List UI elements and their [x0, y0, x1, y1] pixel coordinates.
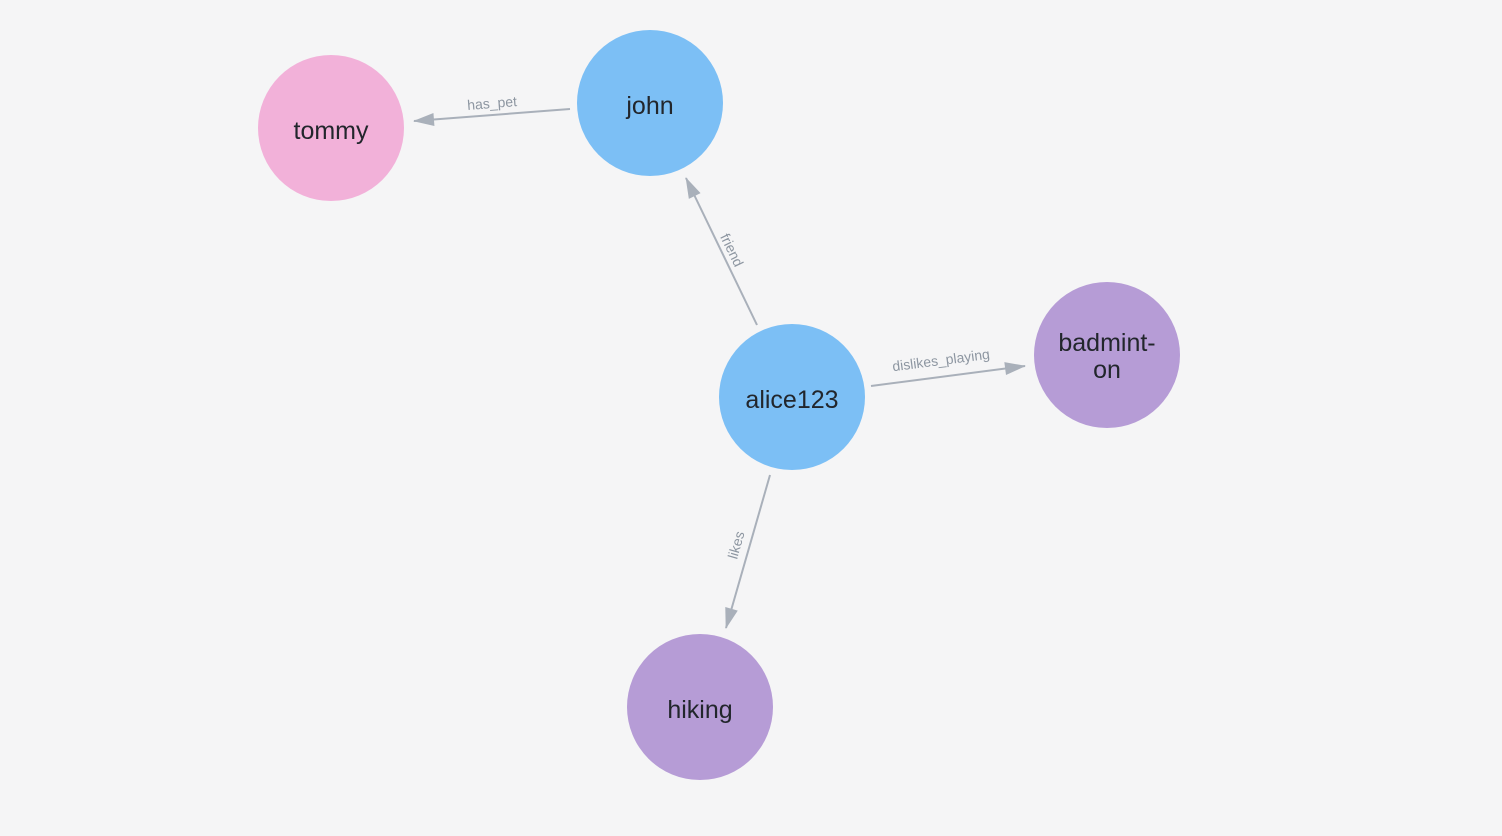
node-circle-tommy[interactable] — [258, 55, 404, 201]
node-circle-badminton[interactable] — [1034, 282, 1180, 428]
edge-label-has-pet[interactable]: has_pet — [467, 93, 518, 113]
node-badminton: badmint-on — [1034, 282, 1180, 428]
node-circle-john[interactable] — [577, 30, 723, 176]
edge-line-has-pet[interactable] — [413, 108, 571, 126]
node-tommy: tommy — [258, 55, 404, 201]
node-circle-alice123[interactable] — [719, 324, 865, 470]
node-circle-hiking[interactable] — [627, 634, 773, 780]
edge-likes: likes — [724, 474, 771, 629]
edge-has-pet: has_pet — [413, 93, 571, 126]
edge-label-likes[interactable]: likes — [724, 529, 747, 560]
node-alice123: alice123 — [719, 324, 865, 470]
edge-line-likes[interactable] — [725, 474, 771, 629]
edge-line-dislikes-playing[interactable] — [870, 362, 1026, 387]
node-hiking: hiking — [627, 634, 773, 780]
edge-line-friend[interactable] — [685, 177, 758, 326]
node-john: john — [577, 30, 723, 176]
edge-dislikes-playing: dislikes_playing — [870, 346, 1026, 387]
edge-friend: friend — [685, 177, 758, 326]
edge-label-dislikes-playing[interactable]: dislikes_playing — [891, 346, 990, 374]
